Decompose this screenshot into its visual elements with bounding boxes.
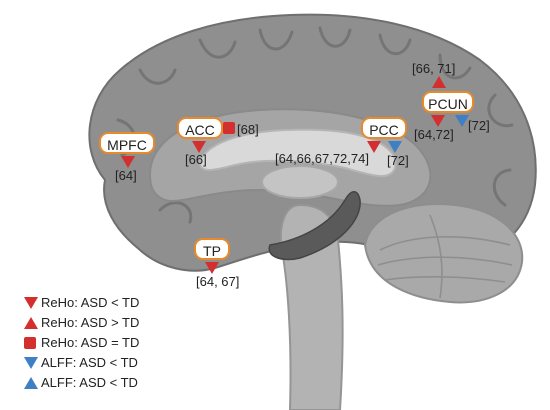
- legend-label: ALFF: ASD < TD: [41, 375, 138, 390]
- legend-down-red-triangle-icon: [24, 297, 38, 309]
- region-tp-label: TP: [194, 238, 230, 260]
- alff-decrease-marker-pcc: [388, 141, 402, 153]
- legend-up-blue-triangle-icon: [24, 377, 38, 389]
- alff-decrease-marker-pcun: [455, 115, 469, 127]
- corpus-callosum: [198, 128, 397, 177]
- pcc-refs-blue: [72]: [387, 153, 409, 168]
- mpfc-refs: [64]: [115, 168, 137, 183]
- region-mpfc-label: MPFC: [99, 132, 155, 154]
- thalamus: [261, 165, 339, 199]
- legend-up-red-triangle-icon: [24, 317, 38, 329]
- region-acc-label: ACC: [177, 117, 223, 139]
- legend-red-square-icon: [24, 337, 36, 349]
- pcun-refs-top: [66, 71]: [412, 61, 456, 76]
- region-pcc-label: PCC: [361, 117, 407, 139]
- legend-label: ReHo: ASD = TD: [41, 335, 140, 350]
- reho-decrease-marker-pcc: [367, 141, 381, 153]
- reho-increase-marker-pcun: [432, 76, 446, 88]
- legend-down-blue-triangle-icon: [24, 357, 38, 369]
- region-pcun-label: PCUN: [422, 91, 474, 113]
- legend-label: ReHo: ASD < TD: [41, 295, 140, 310]
- reho-decrease-marker-mpfc: [121, 156, 135, 168]
- pcc-refs-red: [64,66,67,72,74]: [275, 151, 369, 166]
- cerebellum: [363, 203, 524, 304]
- pcun-refs-blue: [72]: [468, 118, 490, 133]
- legend-label: ReHo: ASD > TD: [41, 315, 140, 330]
- acc-refs-side: [68]: [237, 122, 259, 137]
- reho-equal-marker-acc: [223, 122, 235, 134]
- fornix-dark-curve: [268, 191, 361, 261]
- legend-label: ALFF: ASD < TD: [41, 355, 138, 370]
- acc-refs-below: [66]: [185, 152, 207, 167]
- tp-refs: [64, 67]: [196, 274, 240, 289]
- reho-decrease-marker-pcun: [431, 115, 445, 127]
- pcun-refs-red: [64,72]: [414, 127, 454, 142]
- reho-decrease-marker-tp: [205, 262, 219, 274]
- reho-decrease-marker-acc: [192, 141, 206, 153]
